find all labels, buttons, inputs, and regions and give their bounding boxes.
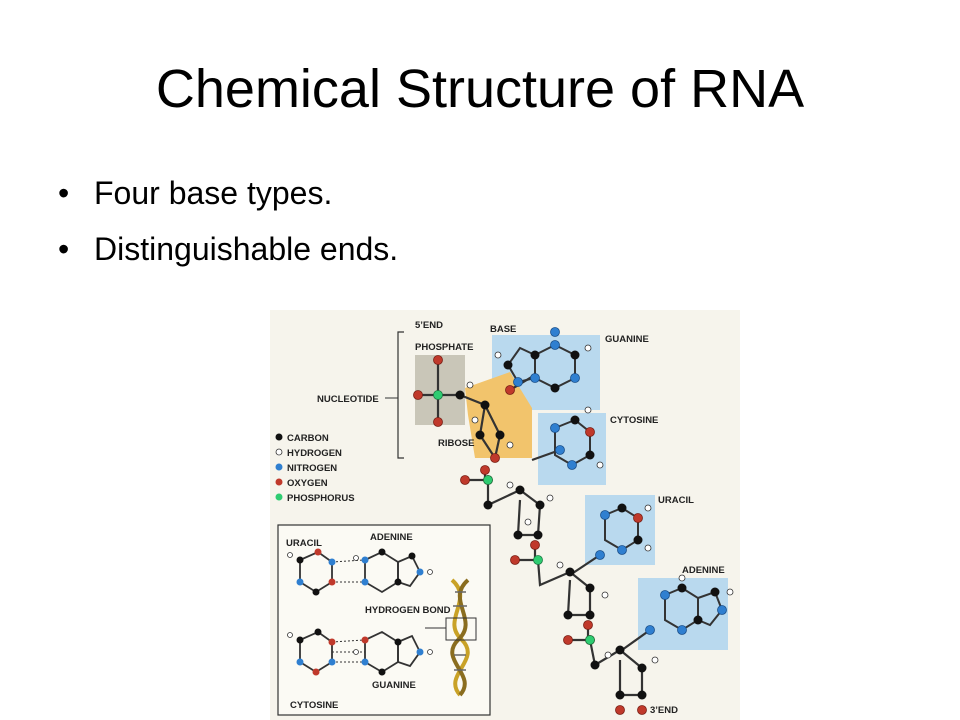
inset-label-hydrogen-bond: HYDROGEN BOND	[365, 605, 451, 616]
legend-nitrogen-icon	[275, 463, 283, 471]
label-nucleotide: NUCLEOTIDE	[317, 394, 379, 405]
legend-oxygen-icon	[275, 478, 283, 486]
phosphorus-atoms	[433, 390, 595, 645]
bullet-list: • Four base types. • Distinguishable ends.	[58, 175, 398, 287]
slide-title: Chemical Structure of RNA	[155, 59, 805, 119]
inset-oxygen-atoms	[312, 548, 369, 676]
legend-phosphorus: PHOSPHORUS	[287, 493, 355, 504]
bullet-text: Four base types.	[94, 175, 333, 211]
bullet-dot: •	[58, 175, 70, 211]
label-ribose: RIBOSE	[438, 438, 474, 449]
inset-label-guanine: GUANINE	[372, 680, 416, 691]
inset-carbon-atoms	[296, 548, 416, 676]
label-base: BASE	[490, 324, 516, 335]
phosphate-box	[415, 355, 465, 425]
rna-structure-figure: 5’END BASE PHOSPHATE NUCLEOTIDE RIBOSE G…	[270, 310, 740, 720]
label-adenine: ADENINE	[682, 565, 725, 576]
rna-diagram: 5’END BASE PHOSPHATE NUCLEOTIDE RIBOSE G…	[270, 310, 740, 720]
legend-hydrogen-icon	[275, 448, 283, 456]
legend-carbon-icon	[275, 433, 283, 441]
inset-nitrogen-atoms	[296, 556, 424, 666]
inset-label-cytosine: CYTOSINE	[290, 700, 338, 711]
label-phosphate: PHOSPHATE	[415, 342, 473, 353]
double-helix-icon	[425, 578, 477, 697]
legend-phosphorus-icon	[275, 493, 283, 501]
legend-nitrogen: NITROGEN	[287, 463, 337, 474]
legend-hydrogen: HYDROGEN	[287, 448, 342, 459]
base-pairing-inset: URACIL ADENINE HYDROGEN BOND CYTOSINE GU…	[277, 524, 491, 716]
cytosine-box	[538, 413, 606, 485]
carbon-atoms	[455, 350, 720, 700]
label-guanine: GUANINE	[605, 334, 649, 345]
label-3-end: 3’END	[650, 705, 678, 716]
legend-carbon: CARBON	[287, 433, 329, 444]
label-cytosine: CYTOSINE	[610, 415, 658, 426]
bullet-item: • Four base types.	[58, 175, 398, 231]
label-uracil: URACIL	[658, 495, 694, 506]
bullet-text: Distinguishable ends.	[94, 231, 399, 267]
inset-hydrogen-bonds	[331, 559, 366, 663]
inset-hydrogen-atoms	[287, 552, 433, 655]
nitrogen-atoms	[513, 327, 727, 635]
hydrogen-atoms	[466, 344, 734, 664]
inset-label-adenine: ADENINE	[370, 532, 413, 543]
bullet-dot: •	[58, 231, 70, 267]
nucleotide-bracket	[397, 331, 404, 459]
inset-label-uracil: URACIL	[286, 538, 322, 549]
atom-legend: CARBON HYDROGEN NITROGEN OXYGEN PHOSPHOR…	[275, 433, 355, 504]
helix-focus-box	[445, 617, 477, 641]
bullet-item: • Distinguishable ends.	[58, 231, 398, 287]
legend-oxygen: OXYGEN	[287, 478, 328, 489]
label-5-end: 5’END	[415, 320, 443, 331]
